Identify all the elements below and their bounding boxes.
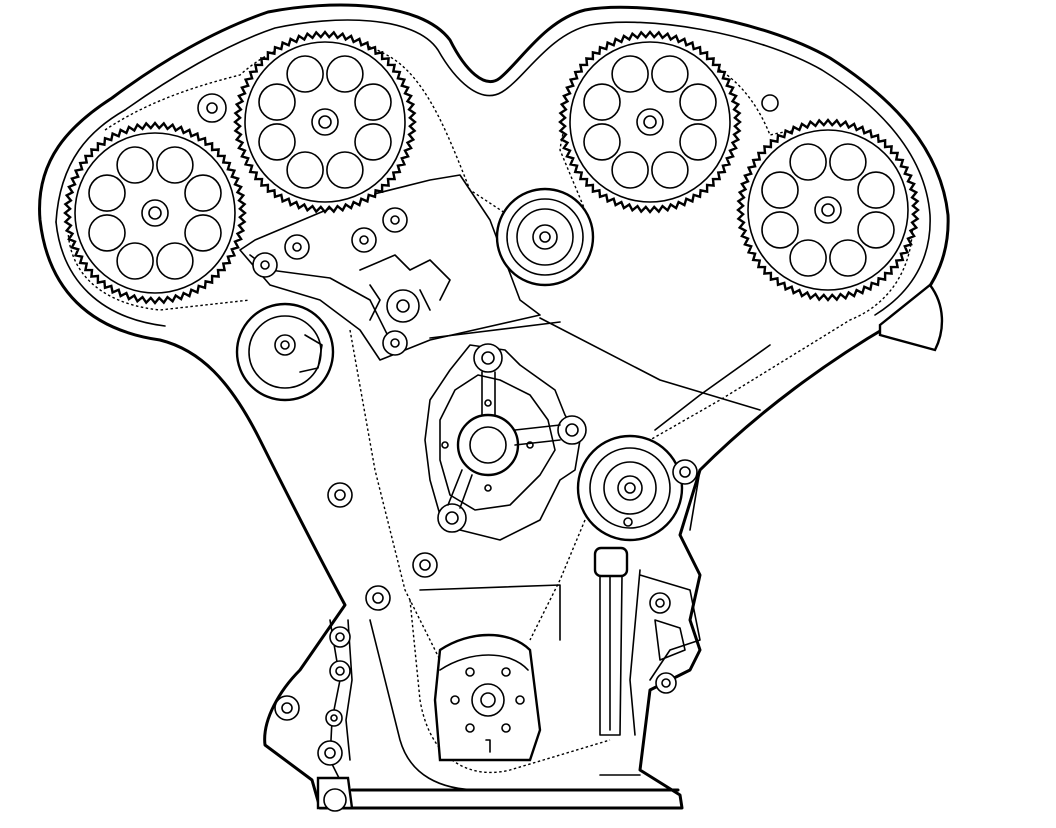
sprocket-hole — [156, 146, 194, 184]
sprocket-hole — [88, 174, 126, 212]
cover-bolt — [365, 585, 391, 611]
camshaft-sprockets — [63, 30, 920, 305]
sprocket-hole — [184, 174, 222, 212]
tensioner-pulley-left — [235, 302, 335, 402]
sprocket-hole — [286, 55, 324, 93]
sprocket-hole — [258, 123, 296, 161]
sprocket-hole — [583, 83, 621, 121]
sprocket-hole — [611, 55, 649, 93]
sprocket-hole — [651, 151, 689, 189]
cover-bolts — [274, 459, 698, 721]
sprocket-hole — [761, 171, 799, 209]
camshaft-sprocket-right-outer — [736, 118, 920, 302]
sprocket-hole — [679, 83, 717, 121]
sprocket-hole — [583, 123, 621, 161]
engine-front-cover — [38, 3, 950, 810]
camshaft-sprocket-left-outer — [63, 121, 247, 305]
right-side-bracket — [639, 574, 701, 694]
sprocket-hole — [116, 242, 154, 280]
upper-center-bracket — [197, 93, 779, 356]
sprocket-hole — [184, 214, 222, 252]
sprocket-hole — [651, 55, 689, 93]
tensioner-pulley-lower — [576, 434, 684, 542]
dipstick-tube — [593, 546, 641, 736]
sprocket-hole — [857, 171, 895, 209]
cover-bolt — [412, 552, 438, 578]
sprocket-hole — [679, 123, 717, 161]
sprocket-hole — [354, 83, 392, 121]
sprocket-hole — [326, 55, 364, 93]
sprocket-hole — [286, 151, 324, 189]
sprocket-hole — [611, 151, 649, 189]
water-pump — [424, 343, 587, 541]
sprocket-hole — [829, 143, 867, 181]
camshaft-sprocket-left-inner — [233, 30, 417, 214]
sprocket-hole — [88, 214, 126, 252]
sprocket-hole — [829, 239, 867, 277]
sprocket-hole — [156, 242, 194, 280]
sprocket-hole — [354, 123, 392, 161]
cover-bolt — [672, 459, 698, 485]
sprocket-hole — [116, 146, 154, 184]
sprocket-hole — [857, 211, 895, 249]
crankshaft-sprocket — [433, 633, 542, 762]
sprocket-hole — [761, 211, 799, 249]
cover-bolt — [327, 482, 353, 508]
lower-left-bracket — [316, 619, 354, 812]
idler-pulley-upper — [495, 187, 595, 287]
cover-bolt — [274, 695, 300, 721]
sprocket-hole — [789, 239, 827, 277]
sprocket-hole — [789, 143, 827, 181]
sprocket-hole — [326, 151, 364, 189]
camshaft-sprocket-right-inner — [558, 30, 742, 214]
sprocket-hole — [258, 83, 296, 121]
